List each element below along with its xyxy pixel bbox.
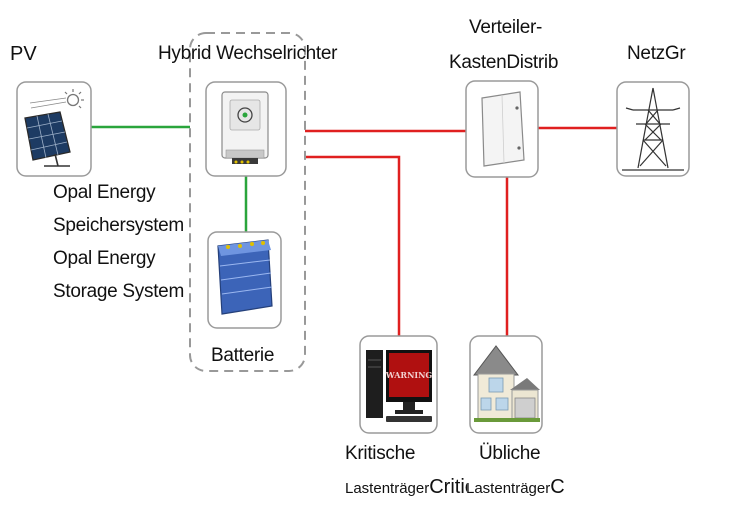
ac-connections: [305, 126, 617, 336]
pv-panel: [16, 81, 92, 177]
pv-label: PV: [10, 43, 37, 65]
critical-load-label-line1: Kritische: [345, 443, 416, 464]
electrical-cabinet-icon: [481, 91, 525, 167]
hybrid-system-group: [189, 32, 306, 372]
distribution-box: [465, 80, 539, 178]
common-load: [469, 335, 543, 434]
critical-load-small-text: Lastenträger: [345, 480, 430, 497]
battery: [207, 231, 282, 329]
dc-connections: [91, 125, 248, 232]
system-name-line-1: Opal Energy: [53, 182, 156, 203]
critical-load: WARNING: [359, 335, 438, 434]
common-load-big-text: C: [550, 476, 565, 498]
sun-icon: [29, 89, 84, 109]
system-name-line-4: Storage System: [53, 281, 184, 302]
battery-pack-icon: [217, 239, 273, 315]
house-icon: [472, 345, 540, 422]
system-name-line-2: Speichersystem: [53, 215, 184, 236]
common-load-label-line1: Übliche: [479, 443, 541, 464]
grid-box: [616, 81, 690, 177]
grid: [616, 81, 690, 177]
grid-label: NetzGr: [627, 43, 686, 64]
distrib-label-line1: Verteiler-: [469, 17, 543, 38]
common-load-small-text: Lastenträger: [466, 480, 551, 497]
battery-label: Batterie: [211, 345, 275, 366]
transmission-tower-icon: [622, 87, 684, 171]
inverter-icon: [221, 91, 269, 164]
monitor-warning-text: WARNING: [385, 370, 433, 380]
distrib-label-line2: KastenDistrib: [449, 52, 559, 73]
common-load-label-line2: LastenträgerC: [466, 477, 565, 497]
hybrid-inverter: [205, 81, 287, 177]
critical-load-label-line2: LastenträgerCritic: [345, 477, 467, 497]
hybrid-inverter-label: Hybrid Wechselrichter: [158, 43, 338, 64]
critical-load-big-text: Critic: [429, 477, 467, 497]
system-name-line-3: Opal Energy: [53, 248, 156, 269]
solar-panel-icon: [24, 111, 71, 167]
inverter-to-critical-load-line: [305, 155, 401, 336]
computer-icon: WARNING: [366, 350, 432, 422]
